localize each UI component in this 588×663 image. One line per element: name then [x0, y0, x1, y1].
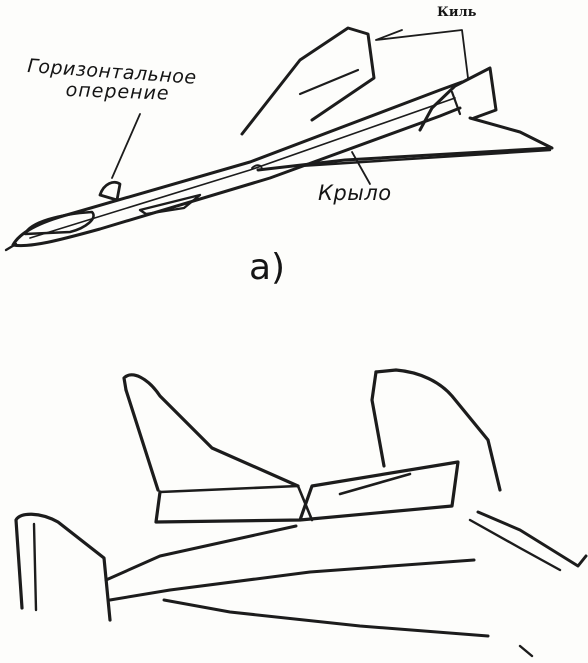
fin-rear-a: [240, 26, 376, 136]
tail-body-b-top: [158, 472, 412, 522]
boom-b: [104, 524, 298, 582]
fin-lower-left-b: [14, 512, 112, 622]
wing-a: [256, 116, 554, 172]
fin-right-a: [418, 66, 498, 132]
fin-left-b: [122, 373, 300, 488]
leader-tail-a: [111, 113, 141, 179]
fuselage-a-centerline: [29, 97, 456, 239]
wing-b-right: [476, 510, 588, 568]
cockpit-canopy-a: [23, 210, 95, 236]
aircraft-a: [4, 26, 554, 252]
leader-wing-a-dot: [251, 164, 263, 171]
nose-a: [4, 242, 18, 252]
label-wing: Крыло: [318, 181, 392, 205]
fin-rear-a-inner: [298, 68, 360, 96]
label-fin: Киль: [437, 5, 477, 20]
horizontal-tail-a-lower: [138, 193, 202, 216]
fin-right-a-inner: [450, 90, 462, 116]
fin-lower-left-b-inner: [32, 522, 38, 612]
fin-left-b-back: [124, 388, 160, 492]
leader-fin-a: [375, 29, 469, 79]
fuselage-a-lower: [11, 106, 462, 248]
wing-b: [162, 598, 490, 638]
fin-right-b: [374, 368, 502, 492]
wing-b-tip: [468, 518, 562, 658]
fin-right-b-back: [370, 370, 386, 468]
horizontal-tail-a: [98, 180, 122, 202]
label-horizontal-tail-line2: оперение: [65, 79, 170, 105]
fuselage-a: [11, 80, 464, 247]
caption-a: а): [249, 247, 286, 288]
wing-a-trailing: [298, 148, 552, 168]
leader-wing-a: [351, 151, 371, 185]
tail-body-b: [154, 460, 460, 524]
boom-b-lower: [108, 558, 476, 602]
aircraft-b: [14, 368, 588, 658]
